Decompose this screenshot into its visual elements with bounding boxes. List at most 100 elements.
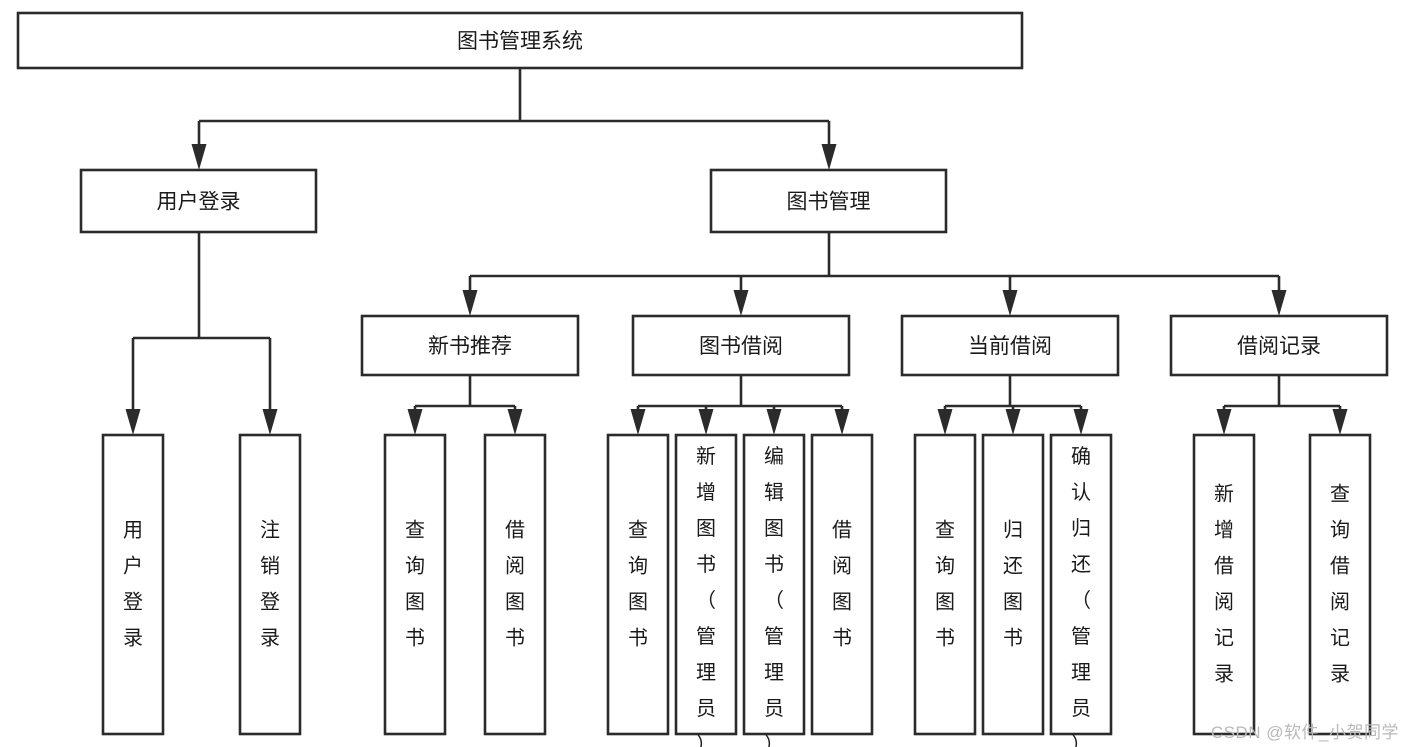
- arrow-head-icon: [262, 409, 278, 435]
- node-label-char: 销: [260, 555, 280, 578]
- node-label-char: 阅: [1330, 591, 1350, 614]
- node-box: [913, 433, 977, 736]
- node-label-char: 管: [1071, 625, 1091, 648]
- node-label-char: 新: [1214, 483, 1234, 506]
- node-label-char: （: [764, 589, 784, 612]
- node-label-char: 编: [764, 445, 784, 468]
- node-box: [1169, 314, 1389, 377]
- arrow-head-icon: [733, 290, 749, 316]
- arrow-head-icon: [937, 409, 953, 435]
- node-l2-record[interactable]: 借阅记录: [1169, 314, 1389, 377]
- arrow-head-icon: [821, 144, 837, 170]
- node-box: [674, 433, 738, 736]
- node-label-char: 书: [505, 627, 525, 650]
- node-l2-current[interactable]: 当前借阅: [900, 314, 1120, 377]
- node-label-char: 还: [1003, 555, 1023, 578]
- node-label-char: 查: [628, 519, 648, 542]
- node-label-char: 借: [832, 519, 852, 542]
- node-label-char: 辑: [764, 481, 784, 504]
- arrow-head-icon: [1332, 409, 1348, 435]
- arrow-head-icon: [1271, 290, 1287, 316]
- node-l3-user-login[interactable]: 用户登录: [101, 433, 165, 736]
- node-layer: 图书管理系统用户登录图书管理新书推荐图书借阅当前借阅借阅记录用户登录注销登录查询…: [16, 11, 1389, 747]
- arrow-head-icon: [1216, 409, 1232, 435]
- node-label-char: 记: [1330, 627, 1350, 650]
- node-label-char: 阅: [505, 555, 525, 578]
- watermark-text: CSDN @软件_小贺同学: [1210, 723, 1399, 742]
- node-box: [981, 433, 1045, 736]
- node-label-char: （: [696, 589, 716, 612]
- node-label: 图书管理系统: [457, 30, 583, 53]
- node-box: [1192, 433, 1256, 736]
- node-label-char: 书: [405, 627, 425, 650]
- node-label-char: 询: [628, 555, 648, 578]
- node-label-char: 登: [123, 591, 143, 614]
- arrow-head-icon: [1002, 290, 1018, 316]
- arrow-head-icon: [698, 409, 714, 435]
- node-label-char: 员: [764, 698, 784, 720]
- node-label-char: 员: [1071, 698, 1091, 720]
- node-label-char: 阅: [1214, 591, 1234, 614]
- node-box: [1308, 433, 1372, 736]
- node-label-char: 查: [1330, 483, 1350, 506]
- node-box: [1049, 433, 1113, 736]
- node-label-char: 书: [1003, 627, 1023, 650]
- node-label-char: 员: [696, 698, 716, 720]
- node-box: [900, 314, 1120, 377]
- node-label-char: 增: [696, 481, 716, 504]
- node-label-char: 管: [696, 625, 716, 648]
- arrow-head-icon: [1005, 409, 1021, 435]
- node-label-char: 书: [628, 627, 648, 650]
- node-label-char: 询: [935, 555, 955, 578]
- node-label-char: 图: [935, 592, 955, 614]
- arrow-head-icon: [1073, 409, 1089, 435]
- node-l1-book[interactable]: 图书管理: [709, 168, 948, 234]
- node-box: [810, 433, 874, 736]
- node-label-char: 归: [1003, 519, 1023, 542]
- node-l1-user[interactable]: 用户登录: [79, 168, 318, 234]
- node-l2-borrow[interactable]: 图书借阅: [631, 314, 851, 377]
- node-root[interactable]: 图书管理系统: [16, 11, 1024, 70]
- arrow-head-icon: [507, 409, 523, 435]
- node-box: [101, 433, 165, 736]
- node-label-char: 理: [1071, 662, 1091, 684]
- node-label-char: 借: [1214, 555, 1234, 578]
- node-label-char: 图: [832, 592, 852, 614]
- node-label-char: 录: [1214, 664, 1234, 686]
- arrow-head-icon: [462, 290, 478, 316]
- node-label-char: 户: [123, 555, 143, 578]
- node-box: [16, 11, 1024, 70]
- node-box: [606, 433, 670, 736]
- node-label-char: 登: [260, 591, 280, 614]
- node-label-char: 录: [260, 628, 280, 650]
- node-label-char: 管: [764, 625, 784, 648]
- node-label-char: 确: [1071, 445, 1091, 468]
- node-label-char: 图: [1003, 592, 1023, 614]
- node-box: [79, 168, 318, 234]
- arrow-head-icon: [191, 144, 207, 170]
- arrow-head-icon: [125, 409, 141, 435]
- node-l2-newbook[interactable]: 新书推荐: [360, 314, 580, 377]
- node-box: [238, 433, 302, 736]
- node-label-char: 还: [1071, 553, 1091, 576]
- node-label-char: 查: [405, 519, 425, 542]
- node-label-char: 图: [764, 518, 784, 540]
- node-label: 当前借阅: [968, 335, 1052, 358]
- arrow-head-icon: [766, 409, 782, 435]
- node-label-char: ）: [764, 733, 784, 747]
- node-box: [483, 433, 547, 736]
- node-label-char: （: [1071, 589, 1091, 612]
